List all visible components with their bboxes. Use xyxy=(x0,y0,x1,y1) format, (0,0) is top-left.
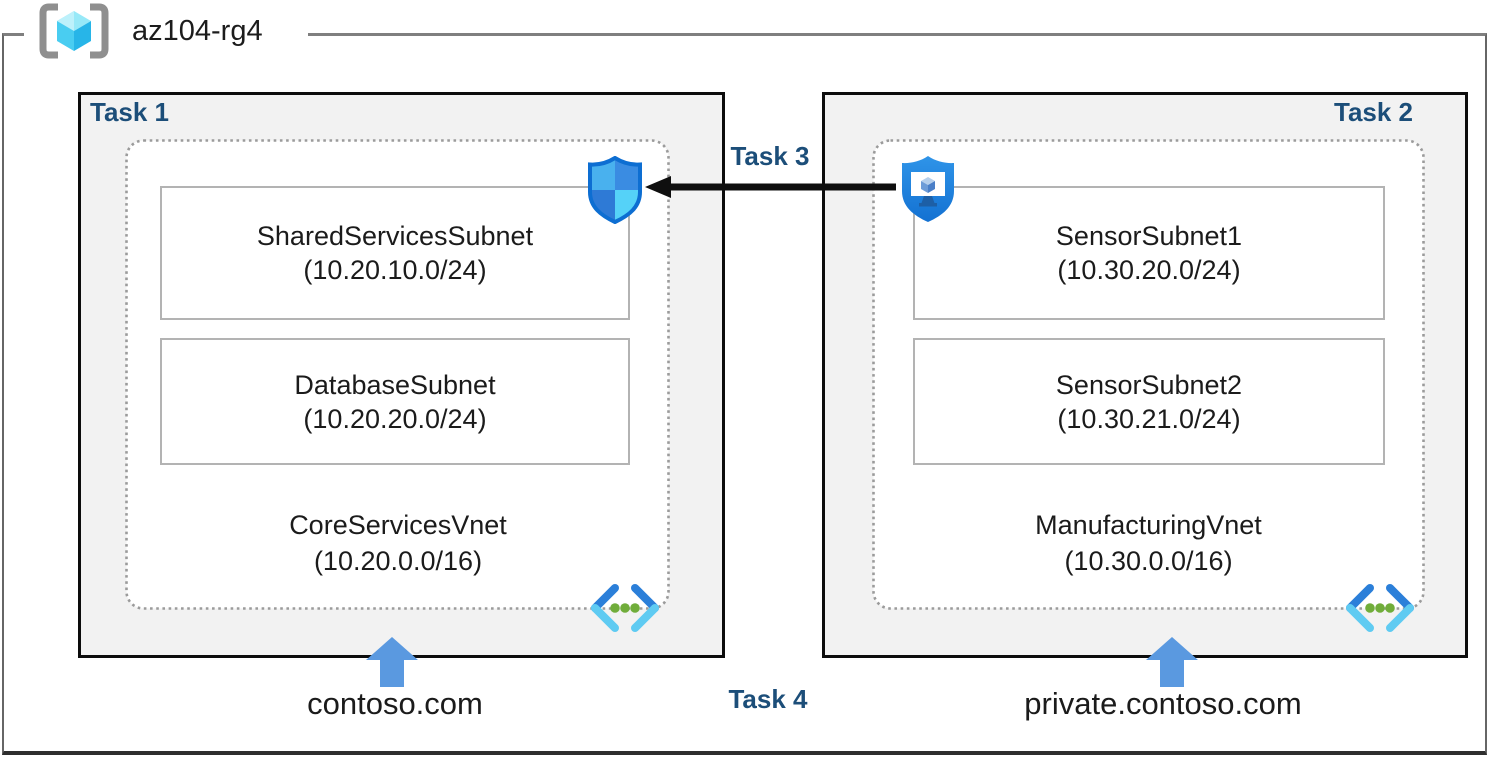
subnet-name: SensorSubnet2 xyxy=(1055,369,1243,400)
subnet-name: SensorSubnet1 xyxy=(1055,221,1243,251)
subnet-cidr: (10.20.20.0/24) xyxy=(303,403,487,434)
subnet-name: DatabaseSubnet xyxy=(294,369,496,400)
shared-services-subnet-box: SharedServicesSubnet (10.20.10.0/24) xyxy=(160,186,630,320)
task4-label: Task 4 xyxy=(728,684,808,714)
core-services-vnet-label: CoreServicesVnet (10.20.0.0/16) xyxy=(125,507,671,579)
vnet-name: ManufacturingVnet xyxy=(1035,510,1262,540)
vnet-cidr: (10.30.0.0/16) xyxy=(1064,546,1233,576)
subnet-name: SharedServicesSubnet xyxy=(256,221,534,251)
manufacturing-vnet-label: ManufacturingVnet (10.30.0.0/16) xyxy=(872,507,1425,579)
left-arrow-icon xyxy=(645,174,896,206)
task1-label: Task 1 xyxy=(90,97,170,127)
bastion-monitor-shield-icon xyxy=(896,154,960,229)
contoso-dns-label: contoso.com xyxy=(307,686,483,721)
task2-label: Task 2 xyxy=(1334,97,1414,127)
subnet-cidr: (10.20.10.0/24) xyxy=(303,255,487,285)
vnet-cidr: (10.20.0.0/16) xyxy=(313,546,483,576)
virtual-network-icon xyxy=(588,583,662,638)
up-arrow-icon xyxy=(1146,637,1198,692)
up-arrow-icon xyxy=(366,637,418,692)
virtual-network-icon xyxy=(1343,583,1417,638)
sensor-subnet2-box: SensorSubnet2 (10.30.21.0/24) xyxy=(913,338,1385,465)
resource-group-icon xyxy=(36,3,112,64)
task3-label: Task 3 xyxy=(730,141,810,171)
network-security-shield-icon xyxy=(585,155,645,229)
vnet-name: CoreServicesVnet xyxy=(289,510,507,540)
resource-group-frame xyxy=(2,33,1487,755)
sensor-subnet1-box: SensorSubnet1 (10.30.20.0/24) xyxy=(913,186,1385,320)
resource-group-name: az104-rg4 xyxy=(132,15,263,47)
subnet-cidr: (10.30.21.0/24) xyxy=(1057,403,1241,434)
frame-border-gap xyxy=(24,26,308,40)
database-subnet-box: DatabaseSubnet (10.20.20.0/24) xyxy=(160,338,630,465)
subnet-cidr: (10.30.20.0/24) xyxy=(1057,255,1241,285)
private-contoso-dns-label: private.contoso.com xyxy=(1024,686,1302,721)
